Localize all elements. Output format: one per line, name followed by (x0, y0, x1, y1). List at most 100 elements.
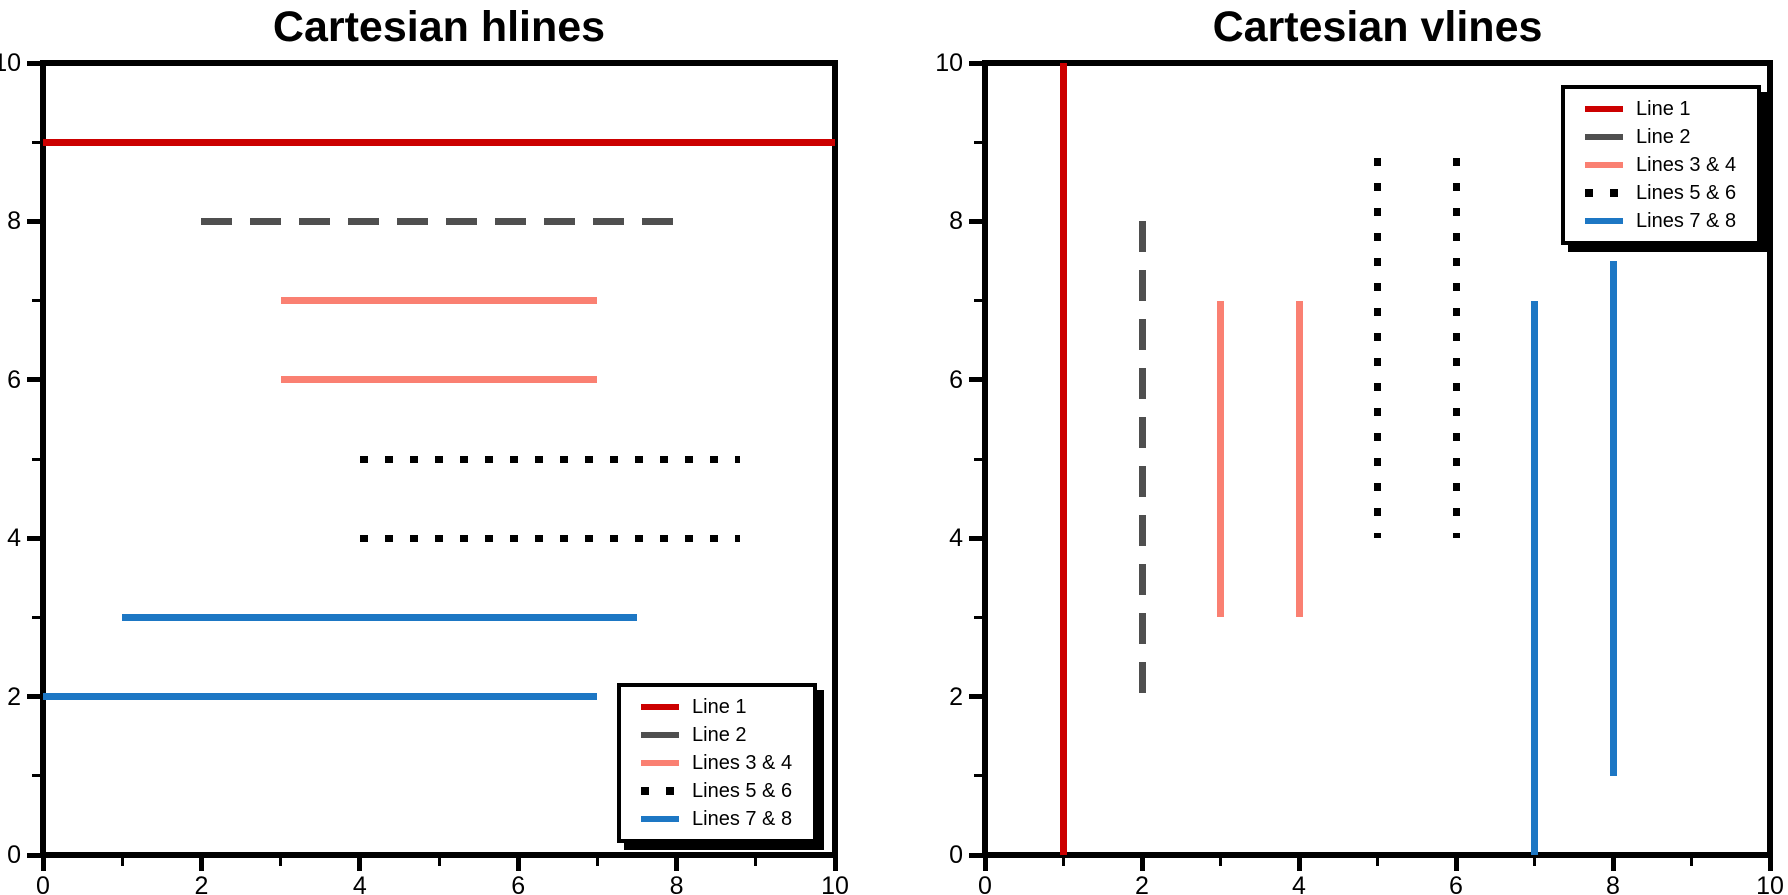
left-plot-x-minor-tick (120, 858, 124, 866)
right-plot-x-major-tick (1453, 858, 1459, 871)
right-plot-y-minor-tick (974, 140, 982, 144)
left-plot-series-line (359, 534, 740, 542)
left-plot-y-tick-label: 8 (7, 207, 21, 236)
legend-swatch-dashed (641, 732, 679, 738)
right-plot-x-minor-tick (1376, 858, 1379, 866)
left-plot-legend: Line 1 Line 2 Lines 3 & 4 Lines 5 & 6 Lines … (617, 683, 817, 843)
right-plot-x-minor-tick (1533, 858, 1536, 866)
right-plot-y-major-tick (969, 694, 982, 700)
left-plot-y-tick-label: 4 (7, 524, 21, 553)
left-plot-y-minor-tick (32, 457, 40, 461)
right-plot-series-line (1295, 300, 1303, 618)
left-plot-x-major-tick (515, 858, 521, 871)
legend-entry: Lines 5 & 6 (1585, 182, 1751, 204)
right-plot-x-tick-label: 10 (1756, 872, 1784, 895)
right-plot-series-line (1609, 261, 1617, 776)
right-plot-x-major-tick (982, 858, 988, 871)
left-plot-y-tick-label: 0 (7, 841, 21, 869)
right-plot-y-tick-label: 0 (949, 841, 963, 869)
left-plot-y-minor-tick (32, 615, 40, 619)
left-plot-x-tick-label: 10 (821, 872, 849, 895)
right-plot-y-major-tick (969, 852, 982, 858)
left-plot-y-minor-tick (32, 140, 40, 144)
left-plot-series-line (359, 455, 740, 463)
left-plot-series-line (280, 376, 598, 384)
left-plot-y-minor-tick (32, 774, 40, 778)
right-plot-series-line (1217, 300, 1224, 618)
right-plot-x-tick-label: 4 (1292, 872, 1306, 895)
left-plot-y-minor-tick (32, 299, 40, 303)
right-plot-x-minor-tick (1219, 858, 1222, 866)
legend-entry: Line 1 (641, 696, 807, 718)
left-plot-y-major-tick (27, 377, 40, 383)
left-plot-title: Cartesian hlines (272, 3, 606, 51)
left-plot-x-major-tick (40, 858, 46, 871)
left-plot-y-tick-label: 6 (7, 365, 21, 394)
right-plot-x-minor-tick (1062, 858, 1065, 866)
left-plot-y-major-tick (27, 60, 40, 66)
right-plot-series-line (1060, 63, 1067, 855)
legend-label: Line 2 (1636, 126, 1691, 148)
right-plot-x-major-tick (1139, 858, 1145, 871)
left-plot-series-line (43, 138, 835, 146)
left-plot-y-tick-label: 10 (0, 49, 21, 77)
legend-entry: Lines 7 & 8 (641, 808, 807, 830)
legend-swatch-solid (1585, 218, 1623, 224)
left-plot-x-minor-tick (279, 858, 283, 866)
legend-label: Lines 3 & 4 (1636, 154, 1737, 176)
right-plot-y-tick-label: 10 (935, 49, 963, 77)
left-plot-series-line (43, 693, 598, 701)
legend-entry: Line 2 (641, 724, 807, 746)
right-plot-frame (982, 60, 1773, 858)
legend-entry: Lines 7 & 8 (1585, 210, 1751, 232)
right-plot-y-tick-label: 4 (949, 524, 963, 553)
left-plot-y-major-tick (27, 218, 40, 224)
legend-label: Lines 5 & 6 (692, 780, 793, 802)
legend-label: Line 1 (1636, 98, 1691, 120)
right-plot-y-tick-label: 8 (949, 207, 963, 236)
right-plot-legend: Line 1 Line 2 Lines 3 & 4 Lines 5 & 6 Lines … (1561, 85, 1761, 245)
left-plot-x-major-tick (832, 858, 838, 871)
legend-label: Lines 5 & 6 (1636, 182, 1737, 204)
left-plot-x-minor-tick (437, 858, 441, 866)
right-plot-x-major-tick (1767, 858, 1773, 871)
legend-entry: Lines 3 & 4 (641, 752, 807, 774)
legend-entry: Lines 3 & 4 (1585, 154, 1751, 176)
legend-swatch-solid (641, 760, 679, 766)
left-plot-x-tick-label: 0 (36, 872, 50, 895)
left-plot-x-tick-label: 8 (669, 872, 684, 895)
legend-label: Lines 7 & 8 (1636, 210, 1737, 232)
legend-entry: Line 2 (1585, 126, 1751, 148)
left-plot-x-minor-tick (595, 858, 599, 866)
left-plot-y-major-tick (27, 694, 40, 700)
left-plot-frame (40, 60, 838, 858)
legend-label: Lines 3 & 4 (692, 752, 793, 774)
legend-swatch-solid (1585, 162, 1623, 168)
right-plot-series-line (1531, 300, 1538, 855)
right-plot-y-minor-tick (974, 299, 982, 303)
right-plot-series-line (1452, 158, 1460, 539)
left-plot-series-line (122, 613, 637, 621)
left-plot-x-major-tick (674, 858, 680, 871)
legend-swatch-solid (641, 704, 679, 710)
right-plot-y-major-tick (969, 535, 982, 541)
right-plot-y-major-tick (969, 60, 982, 66)
right-plot-x-major-tick (1610, 858, 1616, 871)
right-plot-y-tick-label: 6 (949, 365, 963, 394)
right-plot-y-tick-label: 2 (949, 682, 963, 711)
right-plot-x-tick-label: 0 (978, 872, 992, 895)
left-plot-series-line (280, 297, 598, 305)
right-plot-y-minor-tick (974, 615, 982, 619)
legend-swatch-solid (1585, 106, 1623, 112)
right-plot-series-line (1138, 221, 1146, 697)
legend-label: Line 1 (692, 696, 747, 718)
right-plot-x-minor-tick (1690, 858, 1693, 866)
left-plot-series-line (201, 217, 677, 225)
right-plot-title: Cartesian vlines (1212, 3, 1543, 51)
left-plot-x-major-tick (198, 858, 204, 871)
left-plot-x-tick-label: 4 (352, 872, 367, 895)
legend-swatch-dotted (641, 787, 679, 795)
left-plot-x-tick-label: 2 (194, 872, 209, 895)
legend-swatch-solid (641, 816, 679, 822)
left-plot-y-tick-label: 2 (7, 682, 21, 711)
